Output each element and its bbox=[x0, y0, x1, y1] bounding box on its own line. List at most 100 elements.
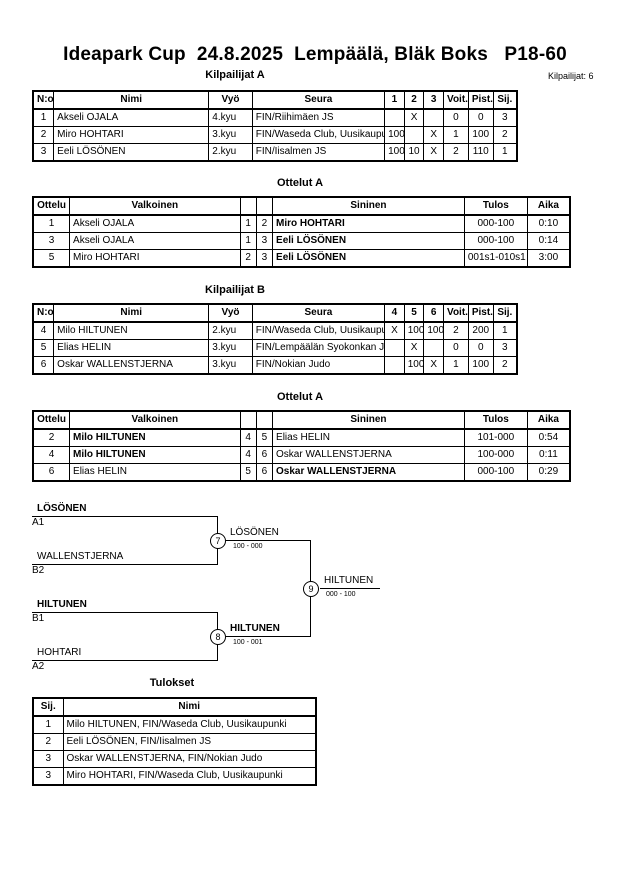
col-header: Nimi bbox=[53, 90, 210, 110]
matches-a-title: Ottelut A bbox=[276, 177, 324, 189]
match-time: 0:10 bbox=[526, 214, 571, 233]
wins: 2 bbox=[443, 321, 469, 340]
white-number: 2 bbox=[239, 249, 257, 268]
blue-competitor: Eeli LÖSÖNEN bbox=[272, 249, 465, 268]
match-time: 0:11 bbox=[526, 446, 571, 464]
col-header bbox=[255, 196, 274, 216]
final-place: 3 bbox=[32, 767, 64, 786]
white-competitor: Akseli OJALA bbox=[69, 214, 241, 233]
competitors-count: Kilpailijat: 6 bbox=[548, 71, 594, 81]
competitor-club: FIN/Lempäälän Syokonkan Judo bbox=[251, 339, 386, 357]
place: 3 bbox=[492, 108, 518, 127]
blue-number: 3 bbox=[255, 249, 274, 268]
competitor-number: 5 bbox=[32, 339, 55, 357]
round-result bbox=[384, 339, 405, 357]
bracket-line bbox=[32, 564, 218, 565]
competitor-name: Eeli LÖSÖNEN bbox=[53, 143, 210, 162]
table-row: 3 Miro HOHTARI, FIN/Waseda Club, Uusikau… bbox=[32, 767, 317, 786]
match-result: 101-000 bbox=[463, 428, 528, 447]
blue-competitor: Miro HOHTARI bbox=[272, 214, 465, 233]
match-number: 1 bbox=[32, 214, 71, 233]
round-result bbox=[384, 108, 405, 127]
bracket-competitor: HOHTARI bbox=[37, 647, 82, 658]
col-header: 4 bbox=[384, 303, 405, 323]
col-header: 5 bbox=[403, 303, 425, 323]
col-header: 1 bbox=[384, 90, 405, 110]
blue-number: 2 bbox=[255, 214, 274, 233]
bracket-line bbox=[320, 588, 380, 589]
bracket-line bbox=[226, 636, 311, 637]
competitor-number: 6 bbox=[32, 356, 55, 375]
table-row: 4 Milo HILTUNEN 4 6 Oskar WALLENSTJERNA … bbox=[32, 446, 571, 464]
round-result: X bbox=[423, 126, 445, 144]
competitor-number: 1 bbox=[32, 108, 55, 127]
place: 1 bbox=[492, 321, 518, 340]
col-header: Sij. bbox=[492, 303, 518, 323]
col-header: Nimi bbox=[53, 303, 210, 323]
round-result: 100 bbox=[384, 143, 405, 162]
col-header: Pist. bbox=[467, 303, 494, 323]
col-header: Ottelu bbox=[32, 196, 71, 216]
match-number-badge: 8 bbox=[210, 629, 226, 645]
matches-b-title: Ottelut A bbox=[276, 391, 324, 403]
white-number: 1 bbox=[239, 232, 257, 250]
round-result: 100 bbox=[423, 321, 445, 340]
competitor-belt: 3.kyu bbox=[208, 339, 253, 357]
col-header: Vyö bbox=[208, 303, 253, 323]
place: 1 bbox=[492, 143, 518, 162]
competitor-belt: 2.kyu bbox=[208, 143, 253, 162]
col-header: Sininen bbox=[272, 410, 465, 430]
match-number: 5 bbox=[32, 249, 71, 268]
col-header: Tulos bbox=[463, 196, 528, 216]
col-header: Sij. bbox=[492, 90, 518, 110]
match-time: 3:00 bbox=[526, 249, 571, 268]
place: 3 bbox=[492, 339, 518, 357]
final-name: Eeli LÖSÖNEN, FIN/Iisalmen JS bbox=[62, 733, 317, 751]
competitor-belt: 3.kyu bbox=[208, 356, 253, 375]
round-result bbox=[423, 339, 445, 357]
bracket-score: 100 - 001 bbox=[233, 639, 263, 646]
table-row: 2 Milo HILTUNEN 4 5 Elias HELIN 101-000 … bbox=[32, 428, 571, 447]
table-row: 1 Akseli OJALA 1 2 Miro HOHTARI 000-100 … bbox=[32, 214, 571, 233]
pool-b-header-row: N:o Nimi Vyö Seura 4 5 6 Voit. Pist. Sij… bbox=[32, 303, 518, 323]
wins: 0 bbox=[443, 339, 469, 357]
points: 0 bbox=[467, 108, 494, 127]
wins: 0 bbox=[443, 108, 469, 127]
col-header: Voit. bbox=[443, 90, 469, 110]
col-header: Aika bbox=[526, 196, 571, 216]
match-number-badge: 9 bbox=[303, 581, 319, 597]
matches-b-header-row: Ottelu Valkoinen Sininen Tulos Aika bbox=[32, 410, 571, 430]
round-result: X bbox=[384, 321, 405, 340]
bracket-competitor: LÖSÖNEN bbox=[37, 503, 87, 514]
pool-a-table: N:o Nimi Vyö Seura 1 2 3 Voit. Pist. Sij… bbox=[32, 90, 518, 162]
col-header: Sij. bbox=[32, 697, 64, 717]
bracket-seed: B2 bbox=[32, 565, 45, 576]
matches-a-table: Ottelu Valkoinen Sininen Tulos Aika 1 Ak… bbox=[32, 196, 571, 268]
bracket-seed: B1 bbox=[32, 613, 45, 624]
col-header bbox=[239, 410, 257, 430]
round-result: 10 bbox=[403, 143, 425, 162]
col-header: Nimi bbox=[62, 697, 317, 717]
final-place: 3 bbox=[32, 750, 64, 768]
match-number: 6 bbox=[32, 463, 71, 482]
blue-number: 6 bbox=[255, 446, 274, 464]
col-header: N:o bbox=[32, 90, 55, 110]
white-competitor: Milo HILTUNEN bbox=[69, 446, 241, 464]
round-result: X bbox=[403, 339, 425, 357]
competitor-belt: 3.kyu bbox=[208, 126, 253, 144]
bracket-competitor: HILTUNEN bbox=[37, 599, 87, 610]
page-title: Ideapark Cup 24.8.2025 Lempäälä, Bläk Bo… bbox=[63, 44, 567, 65]
results-table: Sij. Nimi 1 Milo HILTUNEN, FIN/Waseda Cl… bbox=[32, 697, 317, 786]
competitor-name: Miro HOHTARI bbox=[53, 126, 210, 144]
blue-competitor: Eeli LÖSÖNEN bbox=[272, 232, 465, 250]
bracket-score: 100 - 000 bbox=[233, 543, 263, 550]
final-place: 1 bbox=[32, 715, 64, 734]
points: 100 bbox=[467, 356, 494, 375]
col-header: Valkoinen bbox=[69, 410, 241, 430]
col-header: Tulos bbox=[463, 410, 528, 430]
col-header: Aika bbox=[526, 410, 571, 430]
final-name: Milo HILTUNEN, FIN/Waseda Club, Uusikaup… bbox=[62, 715, 317, 734]
col-header: Valkoinen bbox=[69, 196, 241, 216]
col-header: N:o bbox=[32, 303, 55, 323]
white-number: 1 bbox=[239, 214, 257, 233]
